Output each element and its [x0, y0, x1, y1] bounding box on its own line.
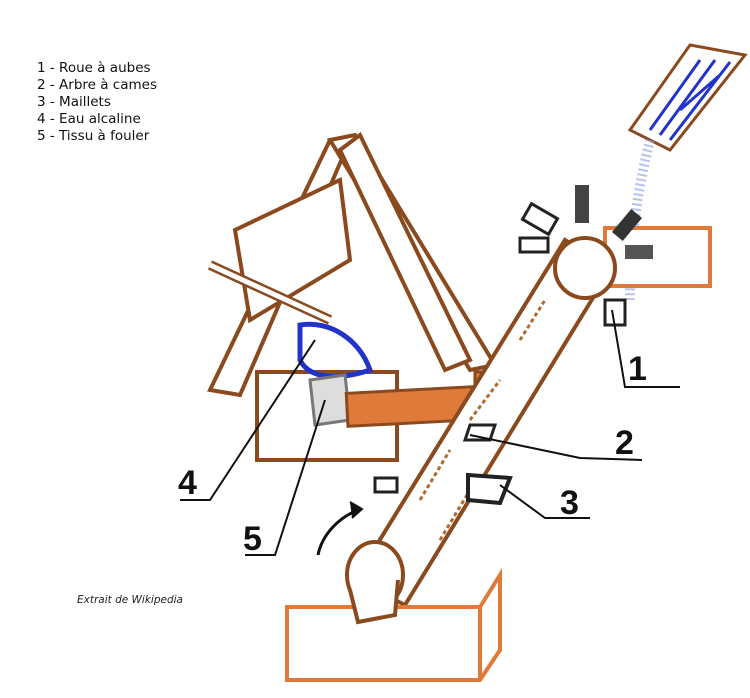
alkaline-water: [297, 321, 374, 380]
legend-item: 3 - Maillets: [37, 94, 111, 110]
legend-item: 4 - Eau alcaline: [37, 111, 141, 127]
mallet-cam: [466, 472, 513, 506]
legend: 1 - Roue à aubes 2 - Arbre à cames 3 - M…: [37, 60, 157, 145]
label-3: 3: [560, 484, 579, 522]
mallet-cam: [373, 476, 399, 494]
label-1: 1: [628, 350, 647, 388]
label-5: 5: [243, 520, 262, 558]
label-2: 2: [615, 424, 634, 462]
base-block: [285, 540, 502, 682]
water-chute: [625, 43, 748, 301]
cloth: [308, 373, 352, 427]
legend-item: 5 - Tissu à fouler: [37, 128, 150, 144]
legend-item: 1 - Roue à aubes: [37, 60, 151, 76]
a-frame: [207, 131, 499, 398]
legend-item: 2 - Arbre à cames: [37, 77, 157, 93]
water-wheel: [518, 185, 653, 327]
leader-lines: [180, 309, 680, 556]
source-credit: Extrait de Wikipedia: [77, 594, 183, 606]
label-4: 4: [178, 464, 197, 502]
